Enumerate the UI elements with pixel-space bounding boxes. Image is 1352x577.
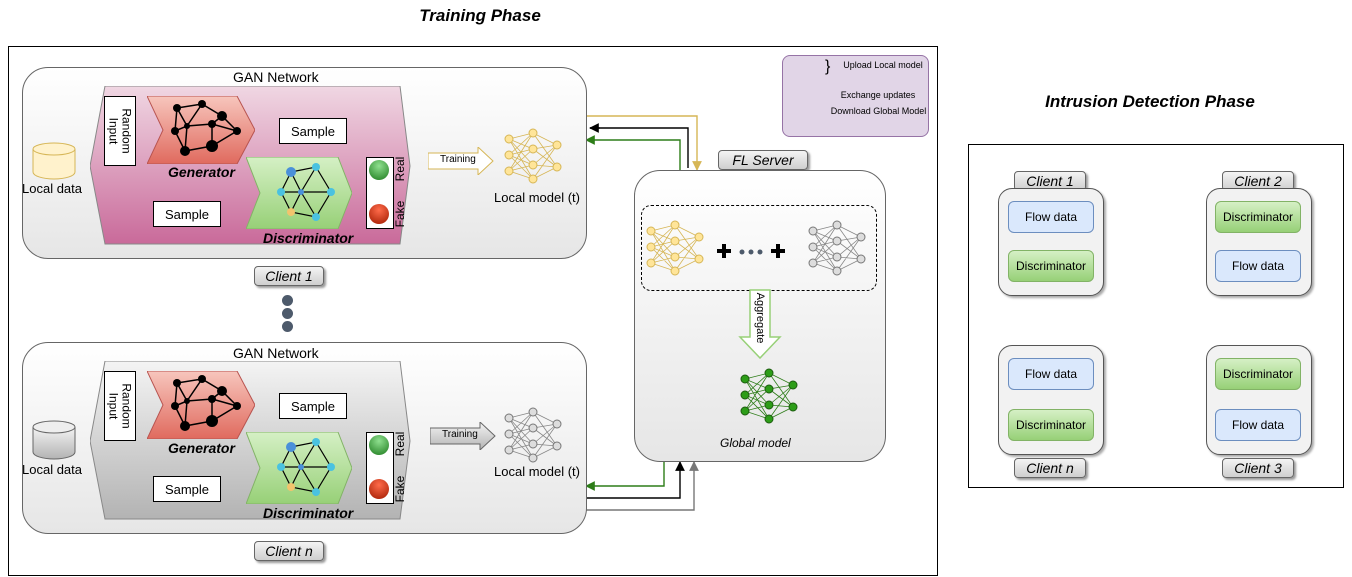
client1-fake-indicator bbox=[369, 204, 389, 224]
det-client3-flow-data: Flow data bbox=[1215, 409, 1301, 441]
clientn-discriminator-icon bbox=[246, 432, 352, 504]
fl-server-tag: FL Server bbox=[718, 150, 808, 170]
det-clientn-discriminator: Discriminator bbox=[1008, 409, 1094, 441]
training-phase-title: Training Phase bbox=[419, 6, 541, 25]
clientn-training-arrow bbox=[430, 422, 496, 450]
det-client3-tag: Client 3 bbox=[1222, 458, 1294, 478]
clientn-real-label: Real bbox=[393, 431, 407, 457]
clientn-real-indicator bbox=[369, 435, 389, 455]
clientn-fake-label: Fake bbox=[393, 475, 407, 503]
client1-generator-icon bbox=[147, 96, 255, 164]
ellipsis-dot-1 bbox=[282, 295, 293, 306]
clientn-local-model-icon bbox=[504, 407, 562, 463]
aggregation-models-icon bbox=[646, 220, 866, 276]
ellipsis-dot-3 bbox=[282, 321, 293, 332]
client1-local-model-label: Local model (t) bbox=[494, 190, 580, 205]
det-client1-tag: Client 1 bbox=[1014, 171, 1086, 191]
detection-phase-title: Intrusion Detection Phase bbox=[1045, 92, 1255, 111]
det-client2-discriminator: Discriminator bbox=[1215, 201, 1301, 233]
clientn-tag: Client n bbox=[254, 541, 324, 561]
client1-local-model-icon bbox=[504, 128, 562, 184]
legend-brace: } bbox=[825, 58, 831, 75]
clientn-discriminator-label: Discriminator bbox=[263, 505, 354, 521]
det-clientn-tag: Client n bbox=[1014, 458, 1086, 478]
legend-upload-label: Upload Local model bbox=[843, 60, 923, 70]
clientn-local-data-label: Local data bbox=[22, 462, 82, 477]
clientn-local-model-label: Local model (t) bbox=[494, 464, 580, 479]
det-client1-discriminator: Discriminator bbox=[1008, 250, 1094, 282]
clientn-sample-bottom: Sample bbox=[153, 476, 221, 502]
det-client2-flow-data: Flow data bbox=[1215, 250, 1301, 282]
clientn-generator-icon bbox=[147, 371, 255, 439]
aggregate-arrow bbox=[738, 289, 782, 359]
det-client1-flow-data: Flow data bbox=[1008, 201, 1094, 233]
client1-tag: Client 1 bbox=[254, 266, 324, 286]
clientn-fake-indicator bbox=[369, 479, 389, 499]
clientn-generator-label: Generator bbox=[168, 440, 235, 456]
clientn-gan-label: GAN Network bbox=[233, 345, 319, 361]
client1-training-arrow bbox=[428, 147, 494, 175]
client1-database-icon bbox=[32, 142, 76, 180]
global-model-label: Global model bbox=[720, 436, 791, 450]
client1-real-indicator bbox=[369, 160, 389, 180]
client1-real-label: Real bbox=[393, 156, 407, 182]
clientn-sample-top: Sample bbox=[279, 393, 347, 419]
det-clientn-flow-data: Flow data bbox=[1008, 358, 1094, 390]
client1-discriminator-icon bbox=[246, 157, 352, 229]
client1-local-data-label: Local data bbox=[22, 181, 82, 196]
client1-fake-label: Fake bbox=[393, 200, 407, 228]
det-client3-discriminator: Discriminator bbox=[1215, 358, 1301, 390]
client1-generator-label: Generator bbox=[168, 164, 235, 180]
aggregate-label: Aggregate bbox=[754, 292, 766, 344]
clientn-random-input: Random Input bbox=[104, 371, 136, 441]
global-model-icon bbox=[740, 368, 798, 424]
legend-exchange-label: Exchange updates bbox=[840, 90, 916, 100]
clientn-database-icon bbox=[32, 420, 76, 460]
legend-download-label: Download Global Model bbox=[830, 106, 927, 116]
legend-box bbox=[782, 55, 929, 137]
client1-sample-bottom: Sample bbox=[153, 201, 221, 227]
clientn-training-label: Training bbox=[442, 429, 478, 440]
ellipsis-dot-2 bbox=[282, 308, 293, 319]
client1-sample-top: Sample bbox=[279, 118, 347, 144]
client1-training-label: Training bbox=[440, 154, 476, 165]
client1-random-input: Random Input bbox=[104, 96, 136, 166]
client1-gan-label: GAN Network bbox=[233, 69, 319, 85]
client1-discriminator-label: Discriminator bbox=[263, 230, 354, 246]
